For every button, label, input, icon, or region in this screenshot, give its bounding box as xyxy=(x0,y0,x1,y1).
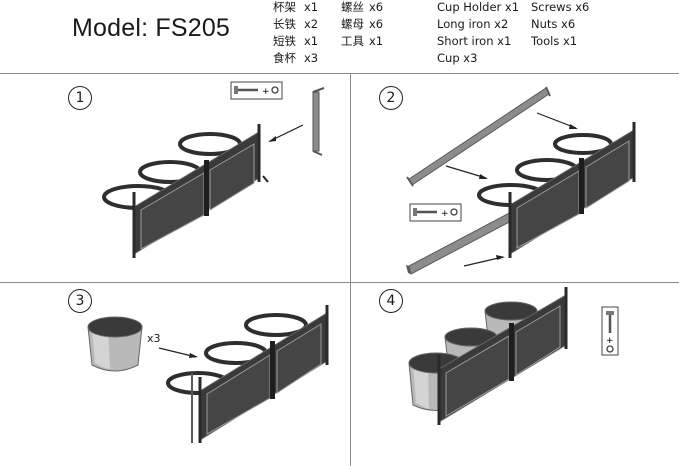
divider-vertical xyxy=(350,73,351,466)
cup-quantity-label: x3 xyxy=(147,332,161,345)
step-4-illustration: + xyxy=(408,287,619,425)
parts-list-en-2: Screws x6 Nuts x6 Tools x1 xyxy=(531,0,589,50)
step-badge-1: 1 xyxy=(68,86,92,110)
parts-list-en-1: Cup Holder x1 Long iron x2 Short iron x1… xyxy=(437,0,519,67)
step-3-illustration xyxy=(87,305,329,443)
step-1-illustration: + xyxy=(102,81,325,258)
step-badge-2: 2 xyxy=(379,86,403,110)
divider-top xyxy=(0,73,679,74)
svg-text:+: + xyxy=(441,209,449,219)
divider-middle xyxy=(0,282,679,283)
model-title: Model: FS205 xyxy=(72,14,231,42)
list-item: Screws x6 xyxy=(531,0,590,14)
svg-text:+: + xyxy=(262,87,270,97)
list-item: Short iron x1 xyxy=(437,34,512,48)
list-item: Long iron x2 xyxy=(437,17,509,31)
list-item: Cup Holder x1 xyxy=(437,0,520,14)
list-item: Tools x1 xyxy=(531,34,578,48)
step-badge-3: 3 xyxy=(68,289,92,313)
list-item: Nuts x6 xyxy=(531,17,576,31)
svg-text:+: + xyxy=(606,336,614,346)
step-2-illustration: + xyxy=(406,86,636,275)
list-item: Cup x3 xyxy=(437,51,478,65)
step-badge-4: 4 xyxy=(379,289,403,313)
